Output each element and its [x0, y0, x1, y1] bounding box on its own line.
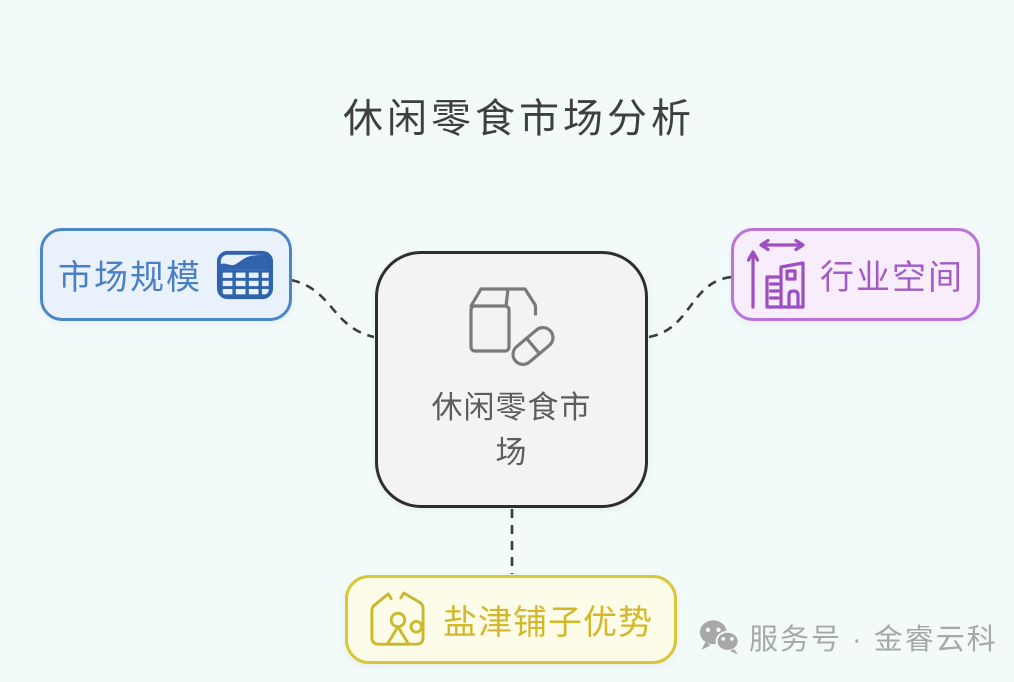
center-node: 休闲零食市场: [375, 251, 648, 508]
building-measure-icon: [747, 238, 805, 309]
connector-center-to-right: [648, 275, 733, 339]
yanjin-advantage-label: 盐津铺子优势: [443, 604, 653, 642]
yanjin-advantage-node: 盐津铺子优势: [345, 575, 677, 664]
watermark: 服务号 · 金睿云科: [698, 616, 998, 658]
chart-grid-icon: [216, 250, 274, 299]
market-size-label: 市场规模: [58, 259, 202, 297]
industry-space-label: 行业空间: [820, 259, 964, 297]
market-size-node: 市场规模: [40, 228, 292, 321]
snack-basket-icon: [370, 591, 425, 646]
package-pill-icon: [468, 287, 555, 367]
page-title: 休闲零食市场分析: [343, 97, 695, 141]
center-node-label: 休闲零食市场: [431, 390, 592, 470]
watermark-label: 服务号 · 金睿云科: [749, 624, 998, 656]
connector-left-to-center: [290, 278, 375, 339]
wechat-icon: [699, 620, 740, 655]
industry-space-node: 行业空间: [731, 228, 980, 321]
